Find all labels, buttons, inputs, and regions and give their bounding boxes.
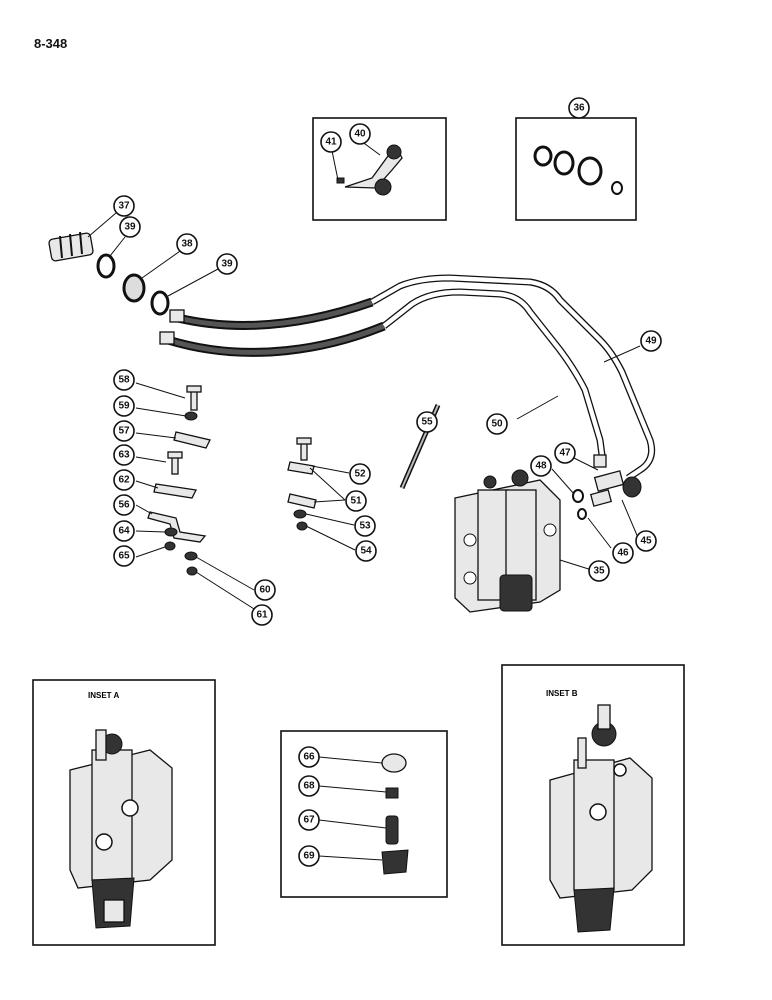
callout-56: 56 bbox=[113, 494, 135, 516]
svg-text:55: 55 bbox=[421, 417, 433, 428]
callout-68: 68 bbox=[298, 775, 320, 797]
callout-62: 62 bbox=[113, 469, 135, 491]
callout-67: 67 bbox=[298, 809, 320, 831]
callout-61: 61 bbox=[251, 604, 273, 626]
svg-text:53: 53 bbox=[359, 521, 371, 532]
callout-59: 59 bbox=[113, 395, 135, 417]
callout-54: 54 bbox=[355, 540, 377, 562]
svg-text:37: 37 bbox=[118, 201, 130, 212]
callout-63: 63 bbox=[113, 444, 135, 466]
callout-39a: 39 bbox=[119, 216, 141, 238]
callout-69: 69 bbox=[298, 845, 320, 867]
bracket-hardware-left bbox=[147, 385, 211, 576]
svg-text:65: 65 bbox=[118, 551, 130, 562]
svg-text:48: 48 bbox=[535, 461, 547, 472]
svg-text:49: 49 bbox=[645, 336, 657, 347]
control-valve-assembly bbox=[454, 469, 561, 613]
callout-65: 65 bbox=[113, 545, 135, 567]
callout-35: 35 bbox=[588, 560, 610, 582]
callout-60: 60 bbox=[254, 579, 276, 601]
ring-38 bbox=[122, 273, 146, 303]
callout-41: 41 bbox=[320, 131, 342, 153]
svg-text:46: 46 bbox=[617, 548, 629, 559]
ring-39a bbox=[96, 253, 116, 279]
page-number: 8-348 bbox=[34, 36, 68, 51]
callout-51: 51 bbox=[345, 490, 367, 512]
svg-text:36: 36 bbox=[573, 103, 585, 114]
callout-37: 37 bbox=[113, 195, 135, 217]
svg-text:60: 60 bbox=[259, 585, 271, 596]
coupler-37 bbox=[48, 231, 94, 262]
callout-38: 38 bbox=[176, 233, 198, 255]
callout-57: 57 bbox=[113, 420, 135, 442]
svg-text:66: 66 bbox=[303, 752, 315, 763]
svg-text:69: 69 bbox=[303, 851, 315, 862]
callout-40: 40 bbox=[349, 123, 371, 145]
svg-text:54: 54 bbox=[360, 546, 372, 557]
steel-tubes bbox=[370, 274, 656, 481]
callout-52: 52 bbox=[349, 463, 371, 485]
svg-text:39: 39 bbox=[221, 259, 233, 270]
callout-55: 55 bbox=[416, 411, 438, 433]
seal-kit-box bbox=[515, 117, 637, 221]
callout-48: 48 bbox=[530, 455, 552, 477]
svg-text:38: 38 bbox=[181, 239, 193, 250]
svg-text:62: 62 bbox=[118, 475, 130, 486]
fittings bbox=[572, 454, 642, 520]
bracket-hardware-middle bbox=[287, 437, 317, 531]
svg-text:56: 56 bbox=[118, 500, 130, 511]
hydraulic-hoses bbox=[159, 297, 386, 357]
svg-text:40: 40 bbox=[354, 129, 366, 140]
detent-parts bbox=[381, 753, 409, 875]
svg-text:57: 57 bbox=[118, 426, 130, 437]
inset-a-label: INSET A bbox=[88, 691, 119, 700]
svg-text:47: 47 bbox=[559, 448, 571, 459]
callout-45: 45 bbox=[635, 530, 657, 552]
svg-text:52: 52 bbox=[354, 469, 366, 480]
ring-39b bbox=[150, 290, 170, 316]
callout-46: 46 bbox=[612, 542, 634, 564]
inset-b-label: INSET B bbox=[546, 689, 578, 698]
svg-text:41: 41 bbox=[325, 137, 337, 148]
lever-part bbox=[336, 144, 403, 196]
callout-49: 49 bbox=[640, 330, 662, 352]
svg-text:59: 59 bbox=[118, 401, 130, 412]
svg-text:64: 64 bbox=[118, 526, 130, 537]
callout-50: 50 bbox=[486, 413, 508, 435]
svg-text:58: 58 bbox=[118, 375, 130, 386]
svg-text:50: 50 bbox=[491, 419, 503, 430]
callout-58: 58 bbox=[113, 369, 135, 391]
callout-66: 66 bbox=[298, 746, 320, 768]
seal-rings bbox=[533, 145, 623, 195]
svg-text:61: 61 bbox=[256, 610, 268, 621]
callout-47: 47 bbox=[554, 442, 576, 464]
svg-text:45: 45 bbox=[640, 536, 652, 547]
callout-64: 64 bbox=[113, 520, 135, 542]
inset-a-valve bbox=[69, 729, 173, 929]
callout-36: 36 bbox=[568, 97, 590, 119]
svg-text:35: 35 bbox=[593, 566, 605, 577]
callout-39b: 39 bbox=[216, 253, 238, 275]
svg-text:51: 51 bbox=[350, 496, 362, 507]
svg-text:39: 39 bbox=[124, 222, 136, 233]
leader-lines bbox=[87, 108, 641, 861]
svg-text:67: 67 bbox=[303, 815, 315, 826]
svg-text:68: 68 bbox=[303, 781, 315, 792]
inset-b-valve bbox=[549, 704, 653, 933]
svg-text:63: 63 bbox=[118, 450, 130, 461]
callout-53: 53 bbox=[354, 515, 376, 537]
